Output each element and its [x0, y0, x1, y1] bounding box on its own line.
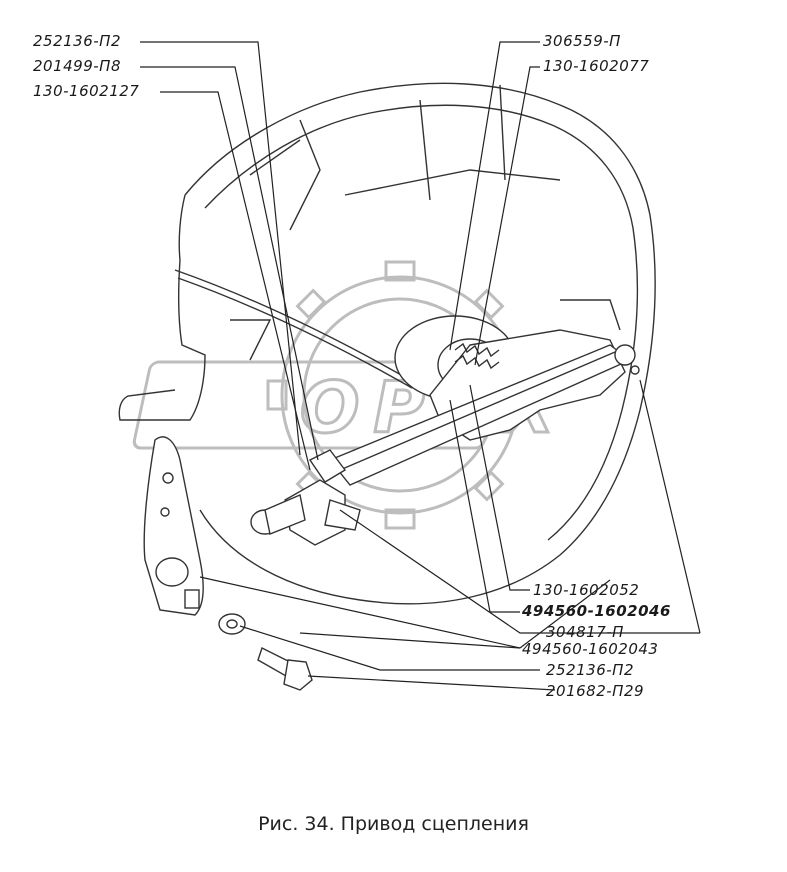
label-201499-p8: 201499-П8	[33, 57, 121, 75]
release-fork-shaft	[328, 315, 640, 486]
figure-caption: Рис. 34. Привод сцепления	[258, 813, 529, 835]
label-130-1602052: 130-1602052	[533, 581, 640, 599]
label-252136-p2-bottom: 252136-П2	[546, 661, 634, 679]
label-494560-1602046: 494560-1602046	[522, 602, 671, 620]
label-306559-p: 306559-П	[543, 32, 621, 50]
clutch-housing	[118, 82, 656, 605]
label-130-1602127: 130-1602127	[33, 82, 140, 100]
label-494560-1602043: 494560-1602043	[522, 640, 659, 658]
label-304817-p: 304817-П	[546, 623, 624, 641]
label-130-1602077: 130-1602077	[543, 57, 650, 75]
shaft-yoke	[250, 449, 361, 546]
clutch-lever	[143, 436, 204, 616]
leader-lines	[140, 41, 701, 691]
label-252136-p2-top: 252136-П2	[33, 32, 121, 50]
washer-and-bolt	[218, 613, 313, 691]
bolt-head	[283, 659, 313, 691]
label-201682-p29: 201682-П29	[546, 682, 645, 700]
bolt-shank	[257, 647, 291, 678]
washer	[218, 613, 246, 635]
